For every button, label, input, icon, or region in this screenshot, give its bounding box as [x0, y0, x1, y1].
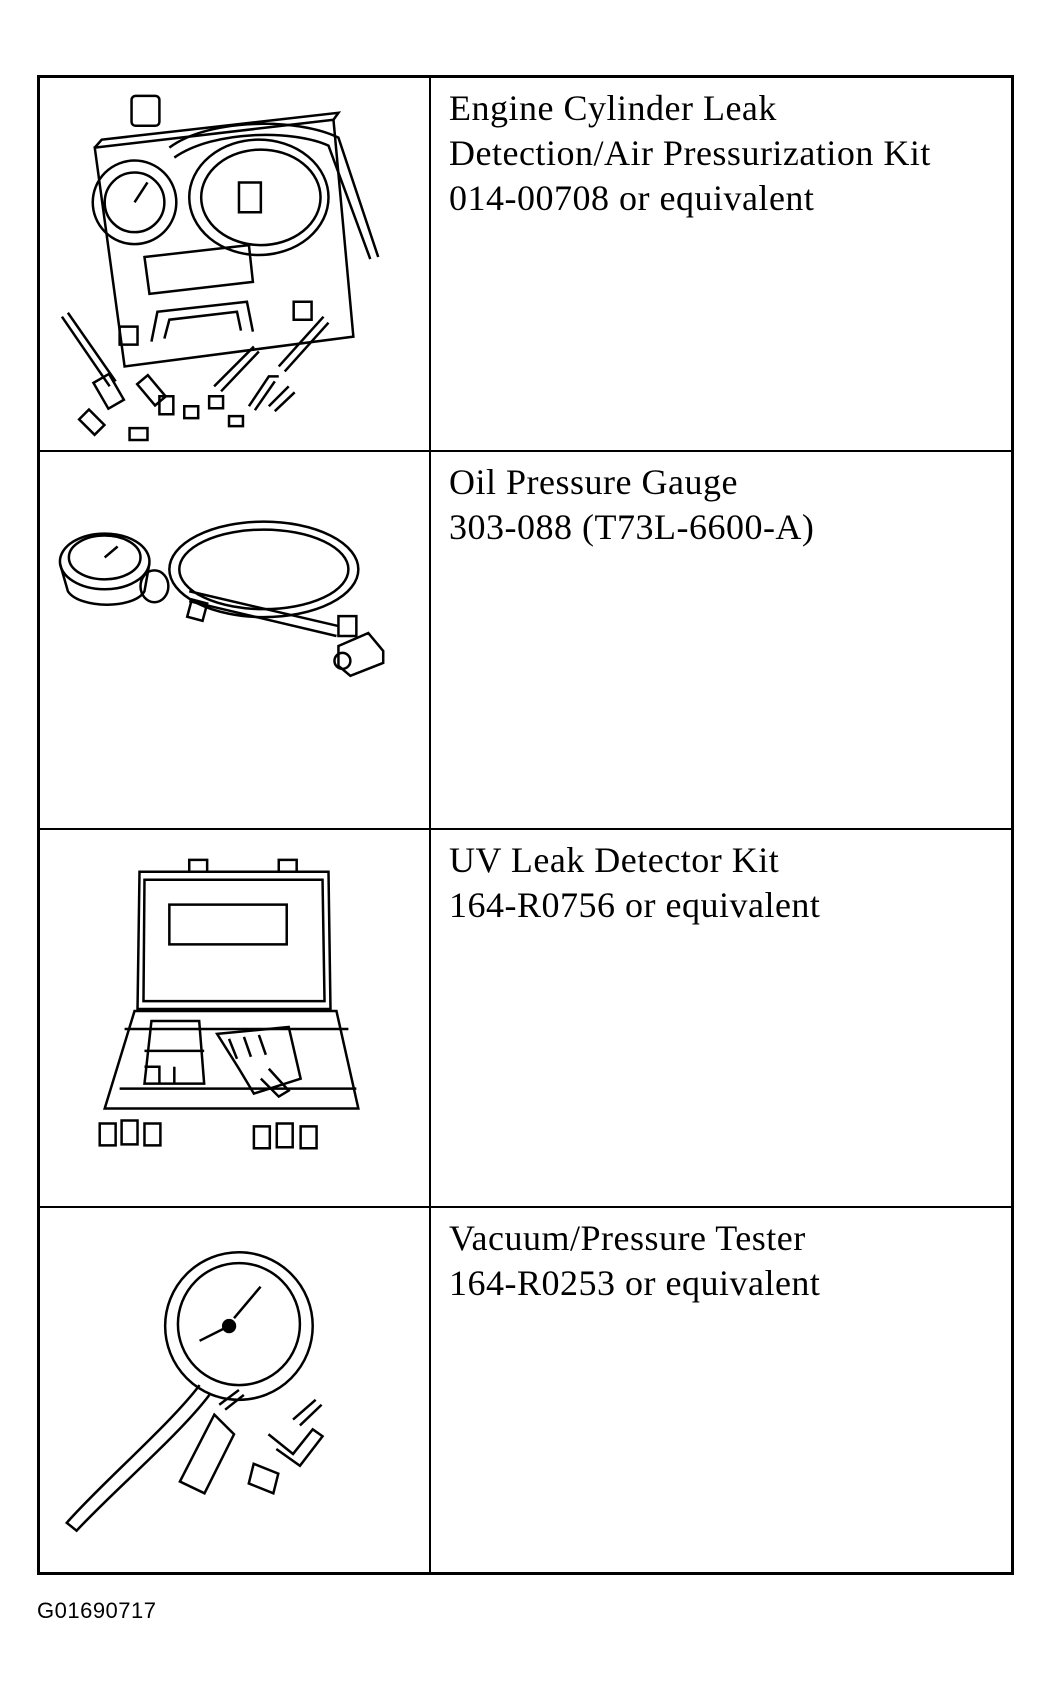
tool-description: UV Leak Detector Kit 164-R0756 or equiva…	[431, 830, 1011, 1206]
tool-part-number: 303-088 (T73L-6600-A)	[449, 507, 815, 547]
tool-row-vacuum-pressure-tester: Vacuum/Pressure Tester 164-R0253 or equi…	[40, 1208, 1011, 1572]
tool-row-uv-leak-detector-kit: UV Leak Detector Kit 164-R0756 or equiva…	[40, 830, 1011, 1208]
tool-description: Engine Cylinder Leak Detection/Air Press…	[431, 78, 1011, 450]
figure-id: G01690717	[37, 1598, 157, 1623]
illustration-cell	[40, 452, 431, 828]
tool-table: Engine Cylinder Leak Detection/Air Press…	[37, 75, 1014, 1575]
tool-name-line: UV Leak Detector Kit	[449, 840, 780, 880]
vacuum-pressure-tester-icon	[40, 1208, 429, 1572]
tool-description: Oil Pressure Gauge 303-088 (T73L-6600-A)	[431, 452, 1011, 828]
tool-part-number: 014-00708 or equivalent	[449, 178, 815, 218]
tool-name-line: Oil Pressure Gauge	[449, 462, 738, 502]
leak-detection-kit-case-icon	[40, 78, 429, 450]
tool-part-number: 164-R0253 or equivalent	[449, 1263, 821, 1303]
tool-row-leak-detection-kit: Engine Cylinder Leak Detection/Air Press…	[40, 78, 1011, 452]
uv-leak-detector-kit-icon	[40, 830, 429, 1206]
illustration-cell	[40, 78, 431, 450]
illustration-cell	[40, 830, 431, 1206]
tool-description: Vacuum/Pressure Tester 164-R0253 or equi…	[431, 1208, 1011, 1572]
tool-name-line: Detection/Air Pressurization Kit	[449, 133, 931, 173]
tool-name-line: Vacuum/Pressure Tester	[449, 1218, 806, 1258]
tool-row-oil-pressure-gauge: Oil Pressure Gauge 303-088 (T73L-6600-A)	[40, 452, 1011, 830]
tool-part-number: 164-R0756 or equivalent	[449, 885, 821, 925]
tool-name-line: Engine Cylinder Leak	[449, 88, 777, 128]
illustration-cell	[40, 1208, 431, 1572]
oil-pressure-gauge-icon	[40, 452, 429, 828]
